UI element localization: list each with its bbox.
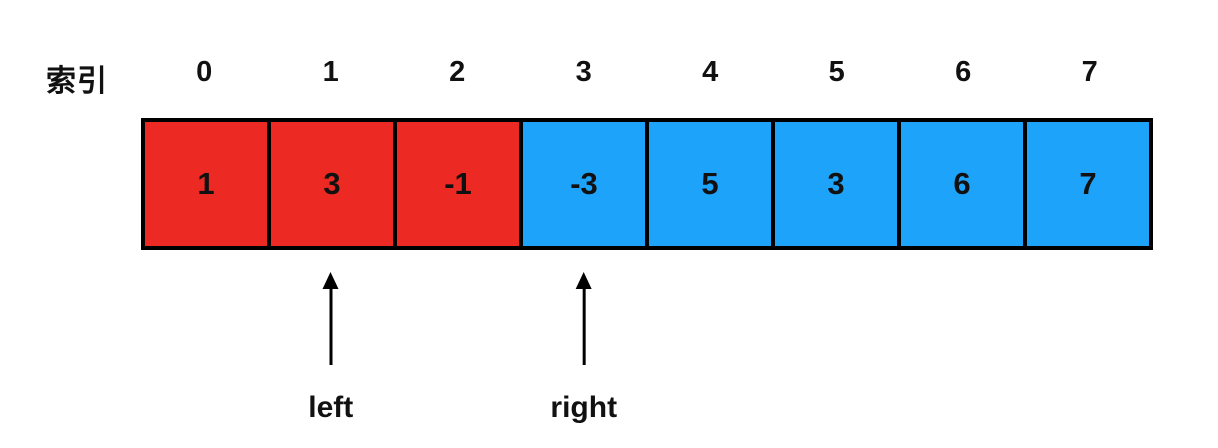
- array: 1 3 -1 -3 5 3 6 7: [141, 118, 1153, 250]
- cell-value: 1: [197, 166, 215, 201]
- pointer-label: left: [308, 391, 354, 424]
- array-cell-7: 7: [1025, 120, 1151, 248]
- array-cell-5: 3: [773, 120, 899, 248]
- cell-value: 5: [701, 166, 719, 201]
- cell-value: -1: [444, 166, 472, 201]
- cell-value: 7: [1079, 166, 1097, 201]
- arrow-head: [322, 272, 339, 289]
- array-cell-4: 5: [647, 120, 773, 248]
- index-number-4: 4: [702, 56, 719, 88]
- arrow-shaft: [582, 289, 586, 365]
- index-row: 0 1 2 3 4 5 6 7: [141, 56, 1153, 89]
- index-axis-label: 索引: [46, 65, 108, 98]
- index-number-5: 5: [828, 56, 845, 88]
- array-cell-0: 1: [143, 120, 269, 248]
- index-number-3: 3: [575, 56, 592, 88]
- array-cell-2: -1: [395, 120, 521, 248]
- cell-value: 3: [827, 166, 845, 201]
- array-cell-3: -3: [521, 120, 647, 248]
- index-number-2: 2: [449, 56, 466, 88]
- cell-value: 6: [953, 166, 971, 201]
- index-number-6: 6: [955, 56, 972, 88]
- cell-value: -3: [570, 166, 598, 201]
- array-cell-1: 3: [269, 120, 395, 248]
- pointer-left: left: [308, 272, 353, 425]
- arrow-up-icon: [575, 272, 592, 365]
- arrow-head: [575, 272, 592, 289]
- index-number-1: 1: [322, 56, 339, 88]
- index-number-7: 7: [1081, 56, 1098, 88]
- arrow-up-icon: [322, 272, 339, 365]
- pointer-label: right: [550, 391, 618, 424]
- cell-value: 3: [323, 166, 341, 201]
- arrow-shaft: [329, 289, 333, 365]
- array-cell-6: 6: [899, 120, 1025, 248]
- index-number-0: 0: [196, 56, 213, 88]
- pointer-right: right: [550, 272, 617, 425]
